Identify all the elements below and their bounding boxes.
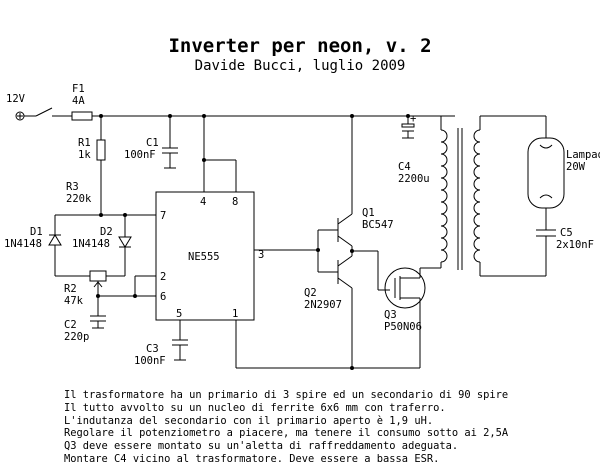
label-c4-ref: C4 bbox=[398, 161, 411, 173]
label-d1-val: 1N4148 bbox=[4, 238, 42, 250]
label-pin4: 4 bbox=[200, 196, 206, 208]
label-supply: 12V bbox=[6, 93, 26, 105]
power-switch bbox=[35, 107, 53, 117]
label-fuse-val: 4A bbox=[72, 95, 85, 107]
diode-d1 bbox=[48, 234, 62, 246]
label-q2-val: 2N2907 bbox=[304, 299, 342, 311]
label-c1-ref: C1 bbox=[146, 137, 159, 149]
label-c3-ref: C3 bbox=[146, 343, 159, 355]
label-q2-ref: Q2 bbox=[304, 287, 317, 299]
label-pin8: 8 bbox=[232, 196, 238, 208]
potentiometer-r2 bbox=[89, 270, 107, 282]
label-d2-val: 1N4148 bbox=[72, 238, 110, 250]
label-c4-plus: + bbox=[410, 113, 416, 125]
mosfet-q3 bbox=[384, 267, 426, 309]
label-r3-ref: R3 bbox=[66, 181, 79, 193]
label-fuse-ref: F1 bbox=[72, 83, 85, 95]
note-line: Regolare il potenziometro a piacere, ma … bbox=[64, 427, 509, 440]
label-c1-val: 100nF bbox=[124, 149, 156, 161]
ne555-ic bbox=[155, 191, 255, 321]
diagram-title: Inverter per neon, v. 2 bbox=[168, 35, 432, 57]
label-c5-val: 2x10nF bbox=[556, 239, 594, 251]
note-line: Il trasformatore ha un primario di 3 spi… bbox=[64, 389, 509, 401]
label-r1-ref: R1 bbox=[78, 137, 91, 149]
label-pin5: 5 bbox=[176, 308, 182, 320]
label-q1-val: BC547 bbox=[362, 219, 394, 231]
label-c3-val: 100nF bbox=[134, 355, 166, 367]
label-c2-ref: C2 bbox=[64, 319, 77, 331]
diode-d2 bbox=[118, 236, 132, 248]
label-d1-ref: D1 bbox=[30, 226, 43, 238]
label-pin2: 2 bbox=[160, 271, 166, 283]
label-lamp-ref: Lampada bbox=[566, 149, 600, 161]
label-d2-ref: D2 bbox=[100, 226, 113, 238]
assembly-notes: Il trasformatore ha un primario di 3 spi… bbox=[64, 389, 594, 466]
diagram-subtitle: Davide Bucci, luglio 2009 bbox=[194, 58, 406, 74]
transformer-secondary bbox=[473, 129, 481, 263]
label-pin1: 1 bbox=[232, 308, 238, 320]
note-line: L'indutanza del secondario con il primar… bbox=[64, 414, 434, 427]
label-pin7: 7 bbox=[160, 210, 166, 222]
label-pin3: 3 bbox=[258, 249, 264, 261]
label-q1-ref: Q1 bbox=[362, 207, 375, 219]
note-line: Il tutto avvolto su un nucleo di ferrite… bbox=[64, 401, 446, 414]
label-q3-ref: Q3 bbox=[384, 309, 397, 321]
fuse-f1 bbox=[71, 111, 93, 121]
label-lamp-val: 20W bbox=[566, 161, 586, 173]
label-ic: NE555 bbox=[188, 251, 220, 263]
label-r2-ref: R2 bbox=[64, 283, 77, 295]
label-pin6: 6 bbox=[160, 291, 166, 303]
resistor-r1 bbox=[96, 139, 106, 161]
label-q3-val: P50N06 bbox=[384, 321, 422, 333]
label-r2-val: 47k bbox=[64, 295, 84, 307]
label-c2-val: 220p bbox=[64, 331, 89, 343]
note-line: Q3 deve essere montato su un'aletta di r… bbox=[64, 440, 459, 453]
transformer-primary bbox=[440, 129, 448, 263]
note-line: Montare C4 vicino al trasformatore. Deve… bbox=[64, 452, 440, 465]
label-c4-val: 2200u bbox=[398, 173, 430, 185]
capacitor-c4 bbox=[401, 123, 415, 128]
label-c5-ref: C5 bbox=[560, 227, 573, 239]
label-r3-val: 220k bbox=[66, 193, 92, 205]
label-r1-val: 1k bbox=[78, 149, 91, 161]
